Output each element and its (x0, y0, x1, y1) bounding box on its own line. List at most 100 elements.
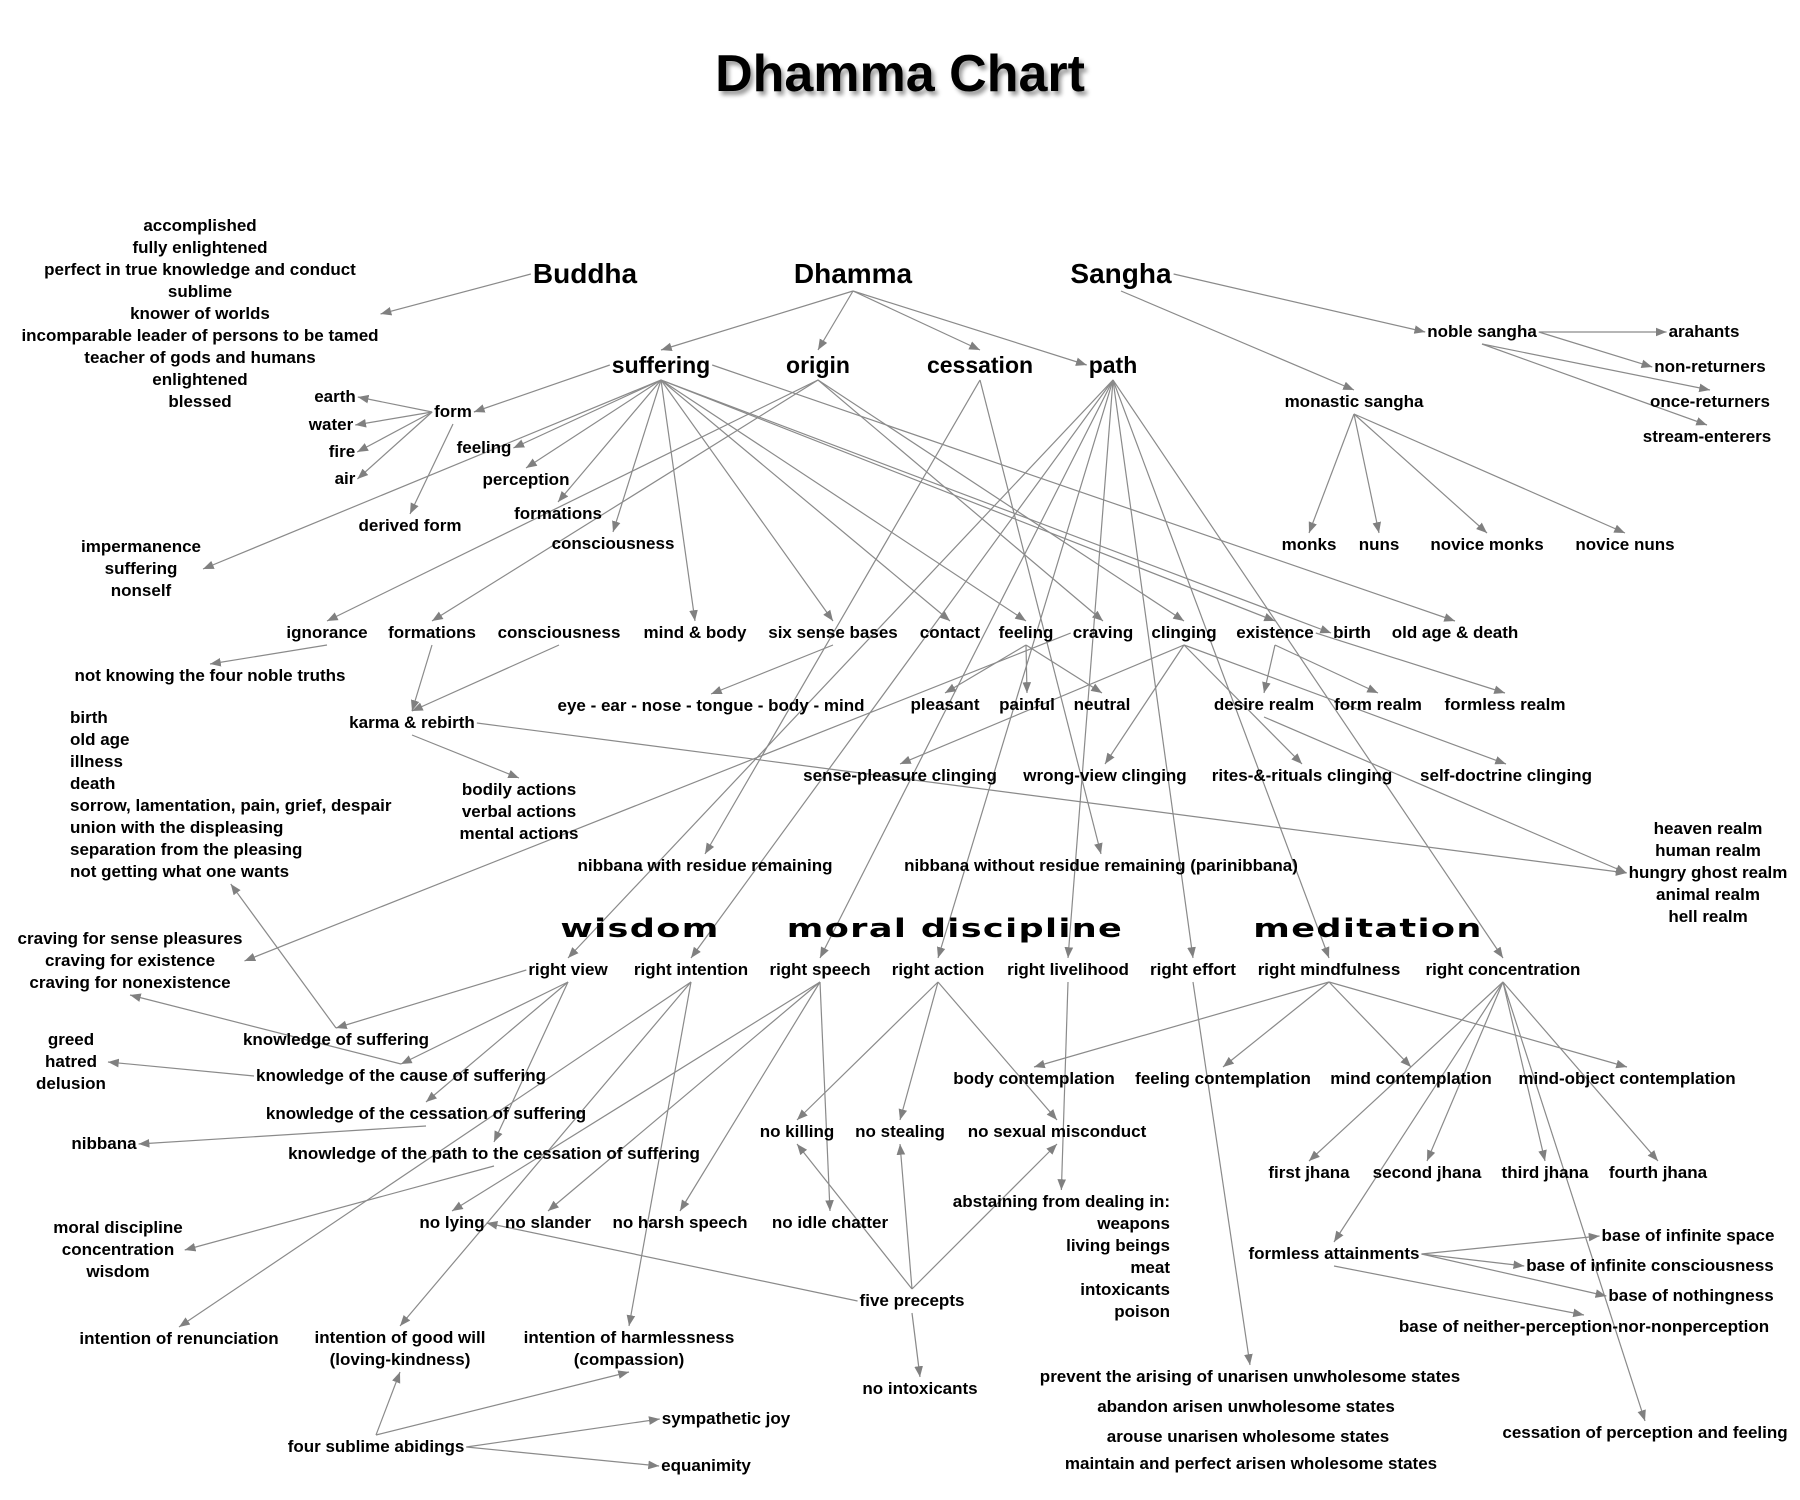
edge-right_intention-to-intention_harmlessness (626, 981, 692, 1327)
edge-suffering-to-agg_feeling (513, 379, 662, 449)
list-line: separation from the pleasing (70, 840, 303, 859)
edge-formless_attainments-to-nothingness (1421, 1253, 1607, 1298)
edge-right_concentration-to-first_jhana (1308, 981, 1504, 1162)
list-line: mental actions (459, 824, 579, 843)
edge-right_speech-to-no_slander (547, 981, 821, 1212)
edge-right_livelihood-to-abstaining (1057, 981, 1069, 1191)
edge-right_concentration-to-second_jhana (1426, 981, 1504, 1162)
edge-noble_sangha-to-stream_enterers (1481, 343, 1708, 426)
node-no-idle-chatter: no idle chatter (771, 1213, 889, 1232)
edge-right_view-to-knowledge_path (493, 981, 569, 1143)
list-line: verbal actions (461, 802, 577, 821)
edge-dhamma-to-cessation (852, 290, 981, 351)
edge-five_precepts-to-no_intoxicants (911, 1312, 923, 1378)
edge-dhamma-to-origin (817, 290, 854, 351)
node-karma-and-rebirth: karma & rebirth (349, 713, 475, 732)
list-line: wisdom (86, 1262, 150, 1281)
node-mind-object-contemplation: mind-object contemplation (1518, 1069, 1736, 1088)
edge-right_effort-to-effort_prevent (1192, 981, 1253, 1366)
edge-suffering-to-agg_consciousness (612, 379, 662, 533)
node-no-slander: no slander (505, 1213, 591, 1232)
edge-suffering-to-three_marks (202, 379, 662, 570)
node-first-jhana: first jhana (1268, 1163, 1350, 1182)
node-monastic-sangha: monastic sangha (1284, 392, 1424, 411)
node-base-of-nothingness: base of nothingness (1608, 1286, 1774, 1305)
list-line: nonself (110, 581, 172, 600)
node-desire-realm: desire realm (1213, 695, 1315, 714)
list-line: enlightened (152, 370, 248, 389)
node-no-intoxicants: no intoxicants (862, 1379, 978, 1398)
edge-clinging-to-wrong_view_clinging (1104, 644, 1185, 765)
edge-origin-to-ignorance (326, 379, 819, 622)
node-earth: earth (314, 387, 356, 406)
list-line: birth (70, 708, 108, 727)
edge-path-to-right_action (936, 379, 1114, 959)
edge-suffering-to-form (473, 364, 611, 413)
edge-right_concentration-to-fourth_jhana (1502, 981, 1659, 1162)
node-once-returners: once-returners (1650, 392, 1770, 411)
edge-dhamma-to-suffering (660, 290, 854, 351)
list-line: perfect in true knowledge and conduct (44, 260, 356, 279)
edge-form-to-fire (356, 411, 433, 453)
edge-formless_attainments-to-infinite_space (1421, 1232, 1600, 1255)
node-feeling: feeling (998, 623, 1054, 642)
node-path: path (1088, 352, 1138, 378)
list-line: impermanence (81, 537, 201, 556)
node-form: form (434, 402, 472, 421)
edge-karma_rebirth-to-realms (476, 722, 1627, 876)
node-effort-maintain: maintain and perfect arisen wholesome st… (1064, 1454, 1438, 1473)
node-knowledge-of-cause: knowledge of the cause of suffering (256, 1066, 546, 1085)
node-wrong-view-clinging: wrong-view clinging (1023, 766, 1187, 785)
node-craving: craving (1072, 623, 1134, 642)
edge-suffering-to-contact (660, 379, 951, 622)
node-intention-of-renunciation: intention of renunciation (79, 1329, 279, 1348)
edge-existence-to-formless_realm (1315, 632, 1506, 694)
node-nibbana-with-residue: nibbana with residue remaining (577, 856, 833, 875)
node-noble-sangha: noble sangha (1427, 322, 1537, 341)
edge-suffering-to-existence (660, 379, 1276, 622)
list-line: knower of worlds (130, 304, 270, 323)
edge-path-to-right_livelihood (1064, 379, 1114, 959)
edge-noble_sangha-to-once_returners (1481, 343, 1711, 393)
node-contact: contact (919, 623, 981, 642)
list-line: hell realm (1668, 907, 1748, 926)
node-fourth-jhana: fourth jhana (1608, 1163, 1708, 1182)
list-line: blessed (168, 392, 232, 411)
node-rites-and-rituals-clinging: rites-&-rituals clinging (1211, 766, 1393, 785)
edge-right_mindfulness-to-feeling_contemplation (1222, 981, 1330, 1068)
node-water: water (308, 415, 354, 434)
edge-cessation-to-nibbana_without (979, 379, 1103, 855)
edge-five_precepts-to-no_stealing (896, 1143, 913, 1290)
node-birth: birth (1333, 623, 1371, 642)
edge-form-to-water (355, 411, 433, 428)
node-base-of-infinite-space: base of infinite space (1601, 1226, 1775, 1245)
list-line: illness (70, 752, 123, 771)
list-line: bodily actions (461, 780, 577, 799)
edge-clinging-to-sense_pleasure_clinging (899, 644, 1185, 765)
list-line: suffering (104, 559, 178, 578)
node-knowledge-of-path: knowledge of the path to the cessation o… (288, 1144, 700, 1163)
node-formless-realm: formless realm (1444, 695, 1566, 714)
node-right-action: right action (891, 960, 985, 979)
edge-right_mindfulness-to-mind_contemplation (1328, 981, 1412, 1068)
node-origin: origin (786, 352, 850, 378)
edge-right_concentration-to-third_jhana (1502, 981, 1547, 1162)
node-stream-enterers: stream-enterers (1642, 427, 1772, 446)
edge-form-to-derived_form (409, 423, 454, 515)
edge-five_precepts-to-no_sexual_misconduct (911, 1143, 1058, 1290)
edge-desire_realm-to-realms (1263, 716, 1627, 874)
edge-form-to-air (356, 411, 433, 480)
edge-right_mindfulness-to-mind_object_contemplation (1328, 981, 1628, 1069)
edge-right_intention-to-intention_good_will (399, 981, 692, 1327)
three-marks-list: impermanence suffering nonself (81, 536, 201, 602)
node-third-jhana: third jhana (1501, 1163, 1589, 1182)
edge-path-to-right_intention (690, 379, 1114, 959)
edge-formless_attainments-to-infinite_consciousness (1421, 1253, 1525, 1270)
list-line: hungry ghost realm (1628, 863, 1788, 882)
list-line: teacher of gods and humans (84, 348, 316, 367)
node-novice-monks: novice monks (1430, 535, 1544, 554)
node-no-harsh-speech: no harsh speech (612, 1213, 748, 1232)
